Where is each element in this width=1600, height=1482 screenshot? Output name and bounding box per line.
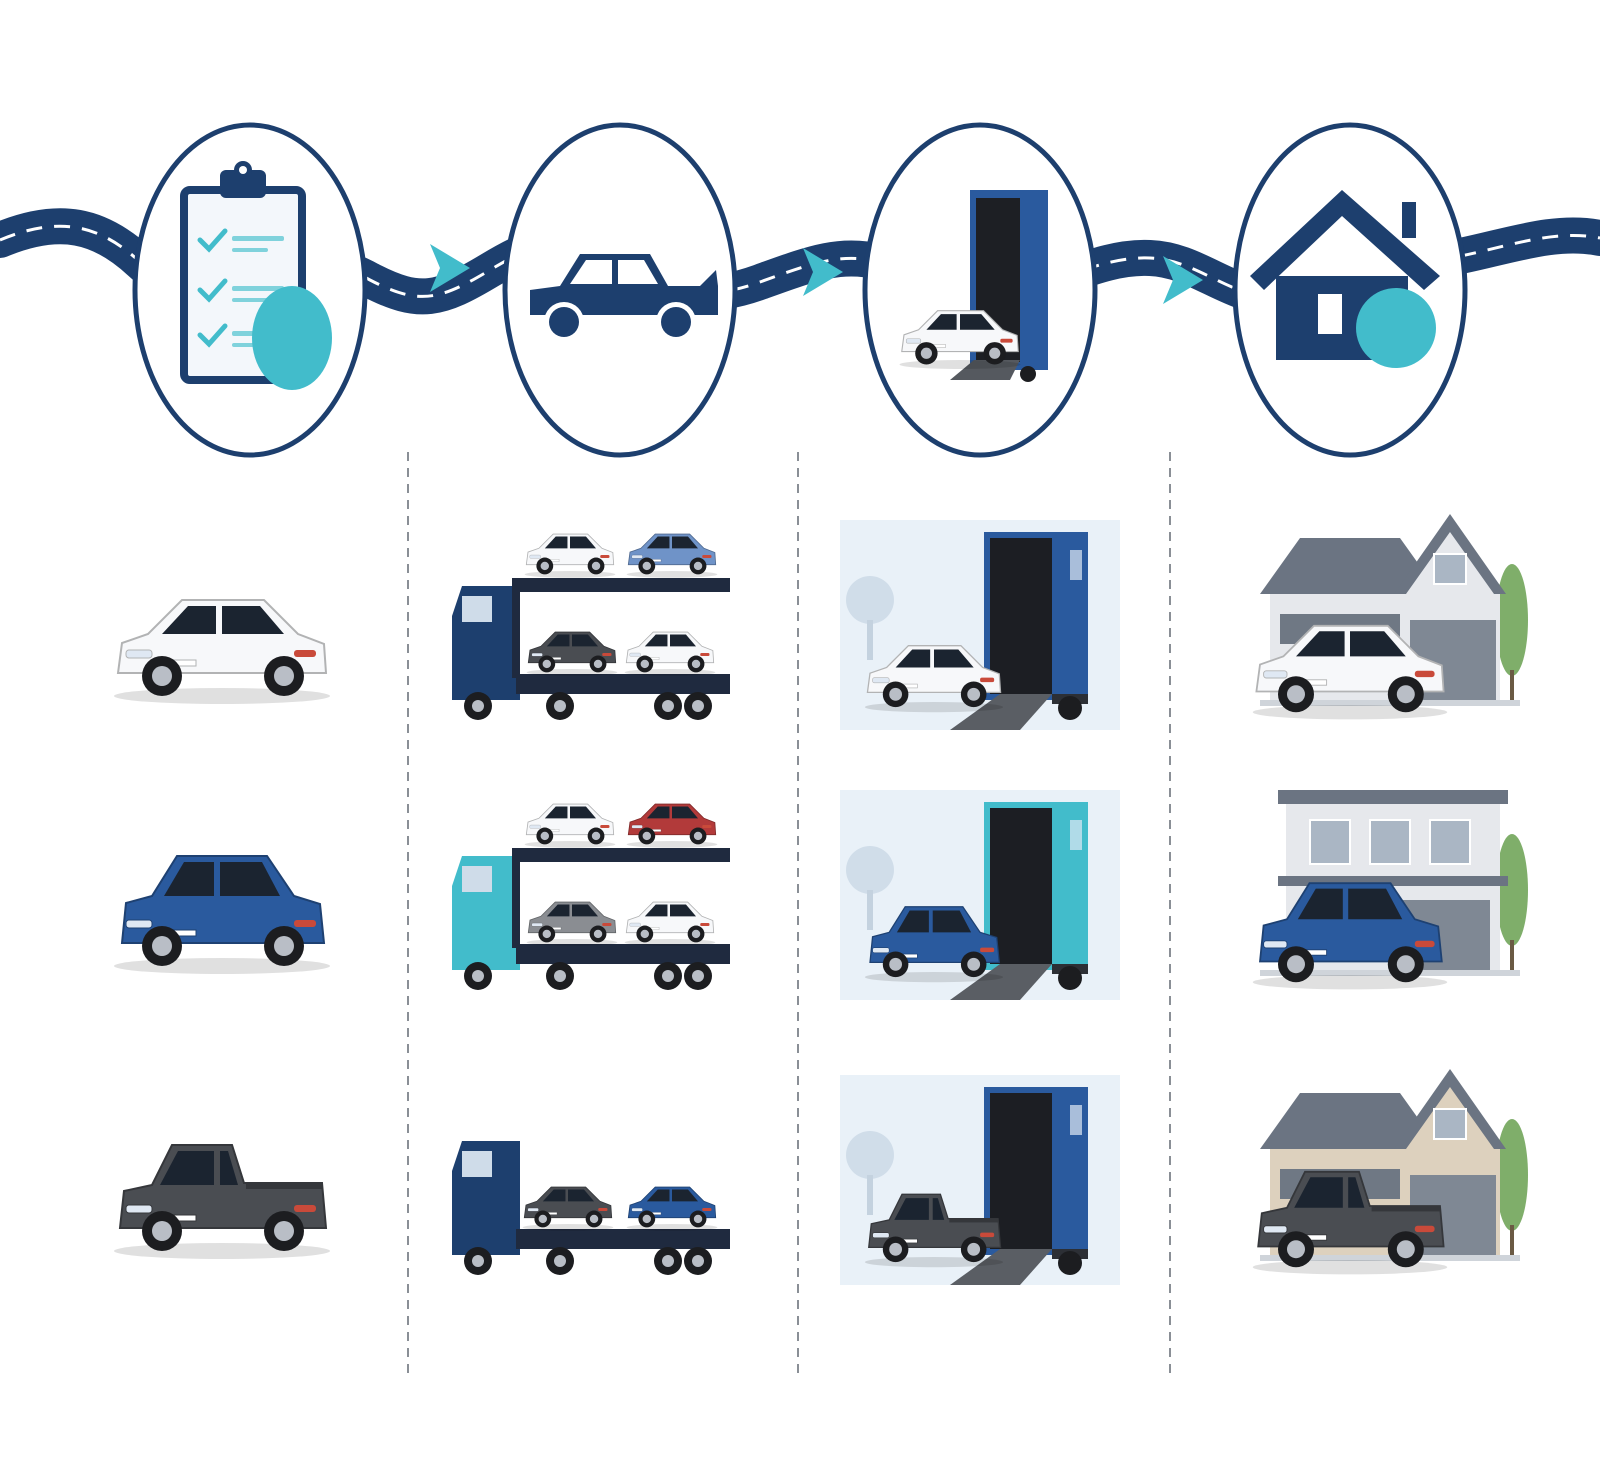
row-2-unloading-truck [840, 790, 1120, 1000]
delivered-dark-pickup [1252, 1170, 1448, 1275]
step-arrow-icon-3 [1163, 256, 1203, 304]
step-arrow-icon-1 [430, 244, 470, 292]
car-hatch-open-icon [530, 254, 718, 342]
row-1-unloading-truck [840, 520, 1120, 730]
carrier-load-car-2 [626, 533, 718, 578]
row-2-blue-suv [114, 855, 330, 974]
carrier-load-car-1 [522, 1186, 614, 1231]
carrier-load-car-3 [526, 631, 618, 676]
carrier-load-car-4 [624, 901, 716, 946]
row-1-house-gray-gable [1252, 514, 1528, 720]
carrier-load-car-2 [626, 803, 718, 848]
delivered-white-sedan [1252, 624, 1448, 720]
unloading-white-sedan [864, 645, 1004, 713]
row-3-unloading-truck [840, 1075, 1120, 1285]
unloading-dark-pickup [864, 1193, 1004, 1268]
carrier-load-car-1 [524, 803, 616, 848]
row-2-house-modern-two-storey [1252, 790, 1528, 990]
step-arrow-icon-2 [803, 248, 843, 296]
row-1-car-carrier-truck [452, 533, 730, 720]
row-2-car-carrier-truck [452, 803, 730, 990]
row-3-house-beige-gable [1252, 1069, 1528, 1275]
clipboard-checklist-icon [180, 161, 332, 390]
delivered-blue-suv [1252, 882, 1448, 990]
carrier-load-car-3 [526, 901, 618, 946]
white-sedan-icon [899, 310, 1021, 369]
unloading-blue-suv [864, 906, 1004, 983]
carrier-load-car-2 [626, 1186, 718, 1231]
house-icon [1250, 190, 1440, 368]
row-1-white-sedan [114, 599, 330, 704]
car-unloading-from-truck-icon [899, 190, 1048, 382]
row-3-car-carrier-truck [452, 1141, 730, 1275]
row-3-dark-pickup [114, 1144, 330, 1259]
carrier-load-car-1 [524, 533, 616, 578]
carrier-load-car-4 [624, 631, 716, 676]
